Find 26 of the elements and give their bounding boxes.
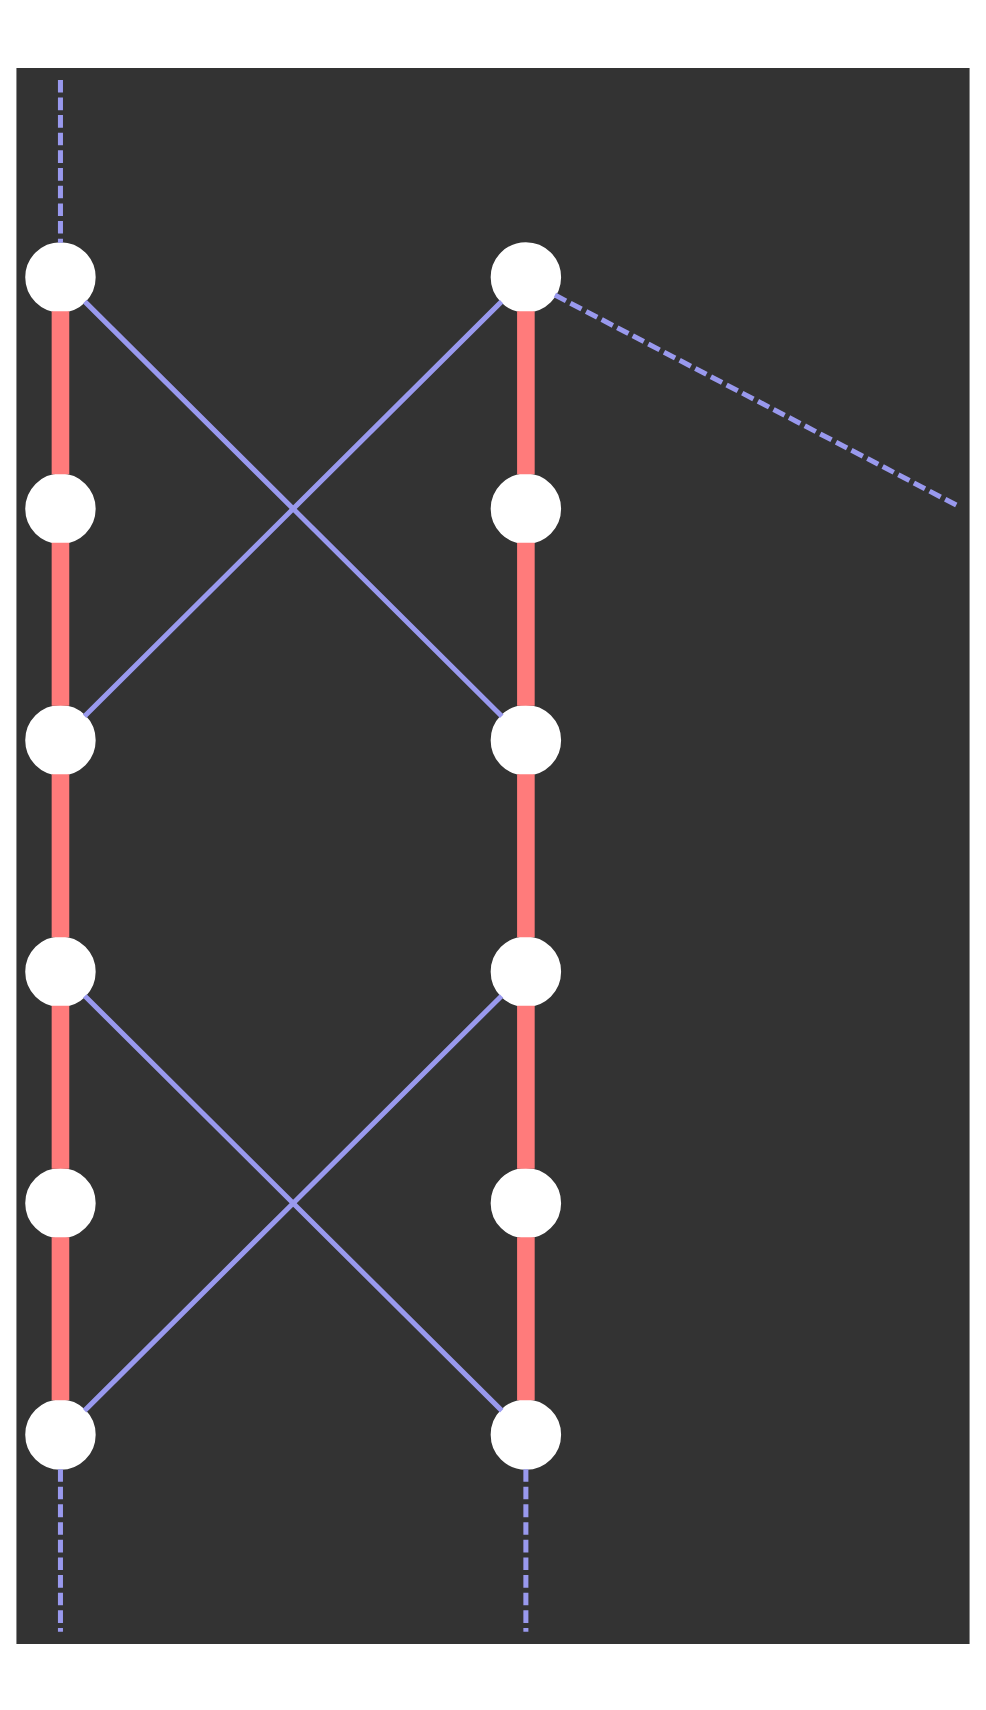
connector (517, 541, 535, 705)
connector (57, 79, 63, 242)
connector (517, 1004, 535, 1168)
connector (51, 1236, 70, 1400)
connector (51, 541, 70, 705)
node-circle (490, 935, 562, 1006)
connector (51, 310, 70, 474)
node-circle (490, 472, 562, 544)
node-circle (490, 1398, 562, 1469)
connector (517, 773, 535, 937)
connector (51, 1004, 70, 1168)
node-circle (490, 241, 562, 312)
node-circle (25, 1166, 96, 1238)
node-circle (25, 935, 96, 1006)
node-circle (25, 704, 96, 775)
node-circle (25, 472, 96, 544)
connector (553, 291, 960, 508)
connector (517, 310, 535, 474)
node-circle (25, 241, 96, 312)
node-circle (490, 704, 562, 775)
connector (57, 1468, 63, 1631)
connector (523, 1468, 529, 1631)
connector (51, 773, 70, 937)
connector (517, 1236, 535, 1400)
node-circle (490, 1166, 562, 1238)
node-circle (25, 1398, 96, 1469)
